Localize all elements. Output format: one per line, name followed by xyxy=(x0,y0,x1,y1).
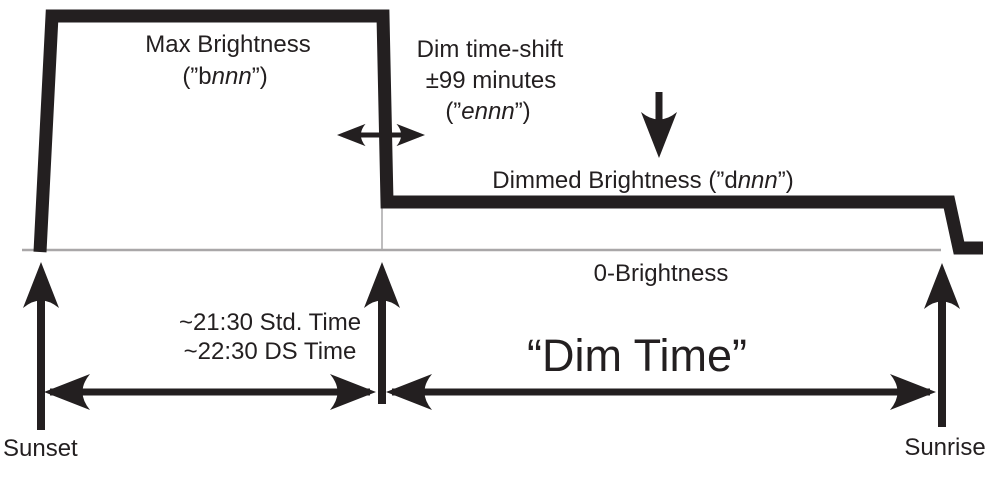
dimmed-brightness-code-close: ”) xyxy=(778,167,794,194)
dim-time-shift-code: (”ennn”) xyxy=(445,98,530,125)
dim-time-shift-code-param: ennn xyxy=(461,98,514,125)
max-brightness-code-close: ”) xyxy=(252,63,268,90)
brightness-waveform-line xyxy=(33,9,983,255)
max-brightness-label: Max Brightness xyxy=(145,31,310,58)
dim-time-shift-label-line2: ±99 minutes xyxy=(426,67,557,94)
max-brightness-code-open: (”b xyxy=(182,63,211,90)
dimmed-brightness-label-open: Dimmed Brightness (”d xyxy=(492,167,737,194)
dim-start-ds-time-label: ~22:30 DS Time xyxy=(184,338,357,365)
diagram-labels: Max Brightness (”bnnn”) Dim time-shift ±… xyxy=(3,31,986,462)
dim-time-shift-code-open: (” xyxy=(445,98,461,125)
max-brightness-code: (”bnnn”) xyxy=(182,63,267,90)
dimmed-brightness-label: Dimmed Brightness (”dnnn”) xyxy=(492,167,793,194)
sunset-label: Sunset xyxy=(3,435,78,462)
dim-time-shift-code-close: ”) xyxy=(515,98,531,125)
arrowheads xyxy=(23,112,960,410)
axis-lines xyxy=(22,206,941,252)
sunrise-label: Sunrise xyxy=(904,434,985,461)
max-brightness-code-param: nnn xyxy=(212,63,252,90)
ink-strokes xyxy=(33,9,983,430)
zero-brightness-label: 0-Brightness xyxy=(594,260,729,287)
dim-start-std-time-label: ~21:30 Std. Time xyxy=(179,309,361,336)
dim-time-label: “Dim Time” xyxy=(527,330,747,381)
dim-time-shift-label-line1: Dim time-shift xyxy=(417,36,564,63)
dimmed-brightness-code-param: nnn xyxy=(738,167,778,194)
